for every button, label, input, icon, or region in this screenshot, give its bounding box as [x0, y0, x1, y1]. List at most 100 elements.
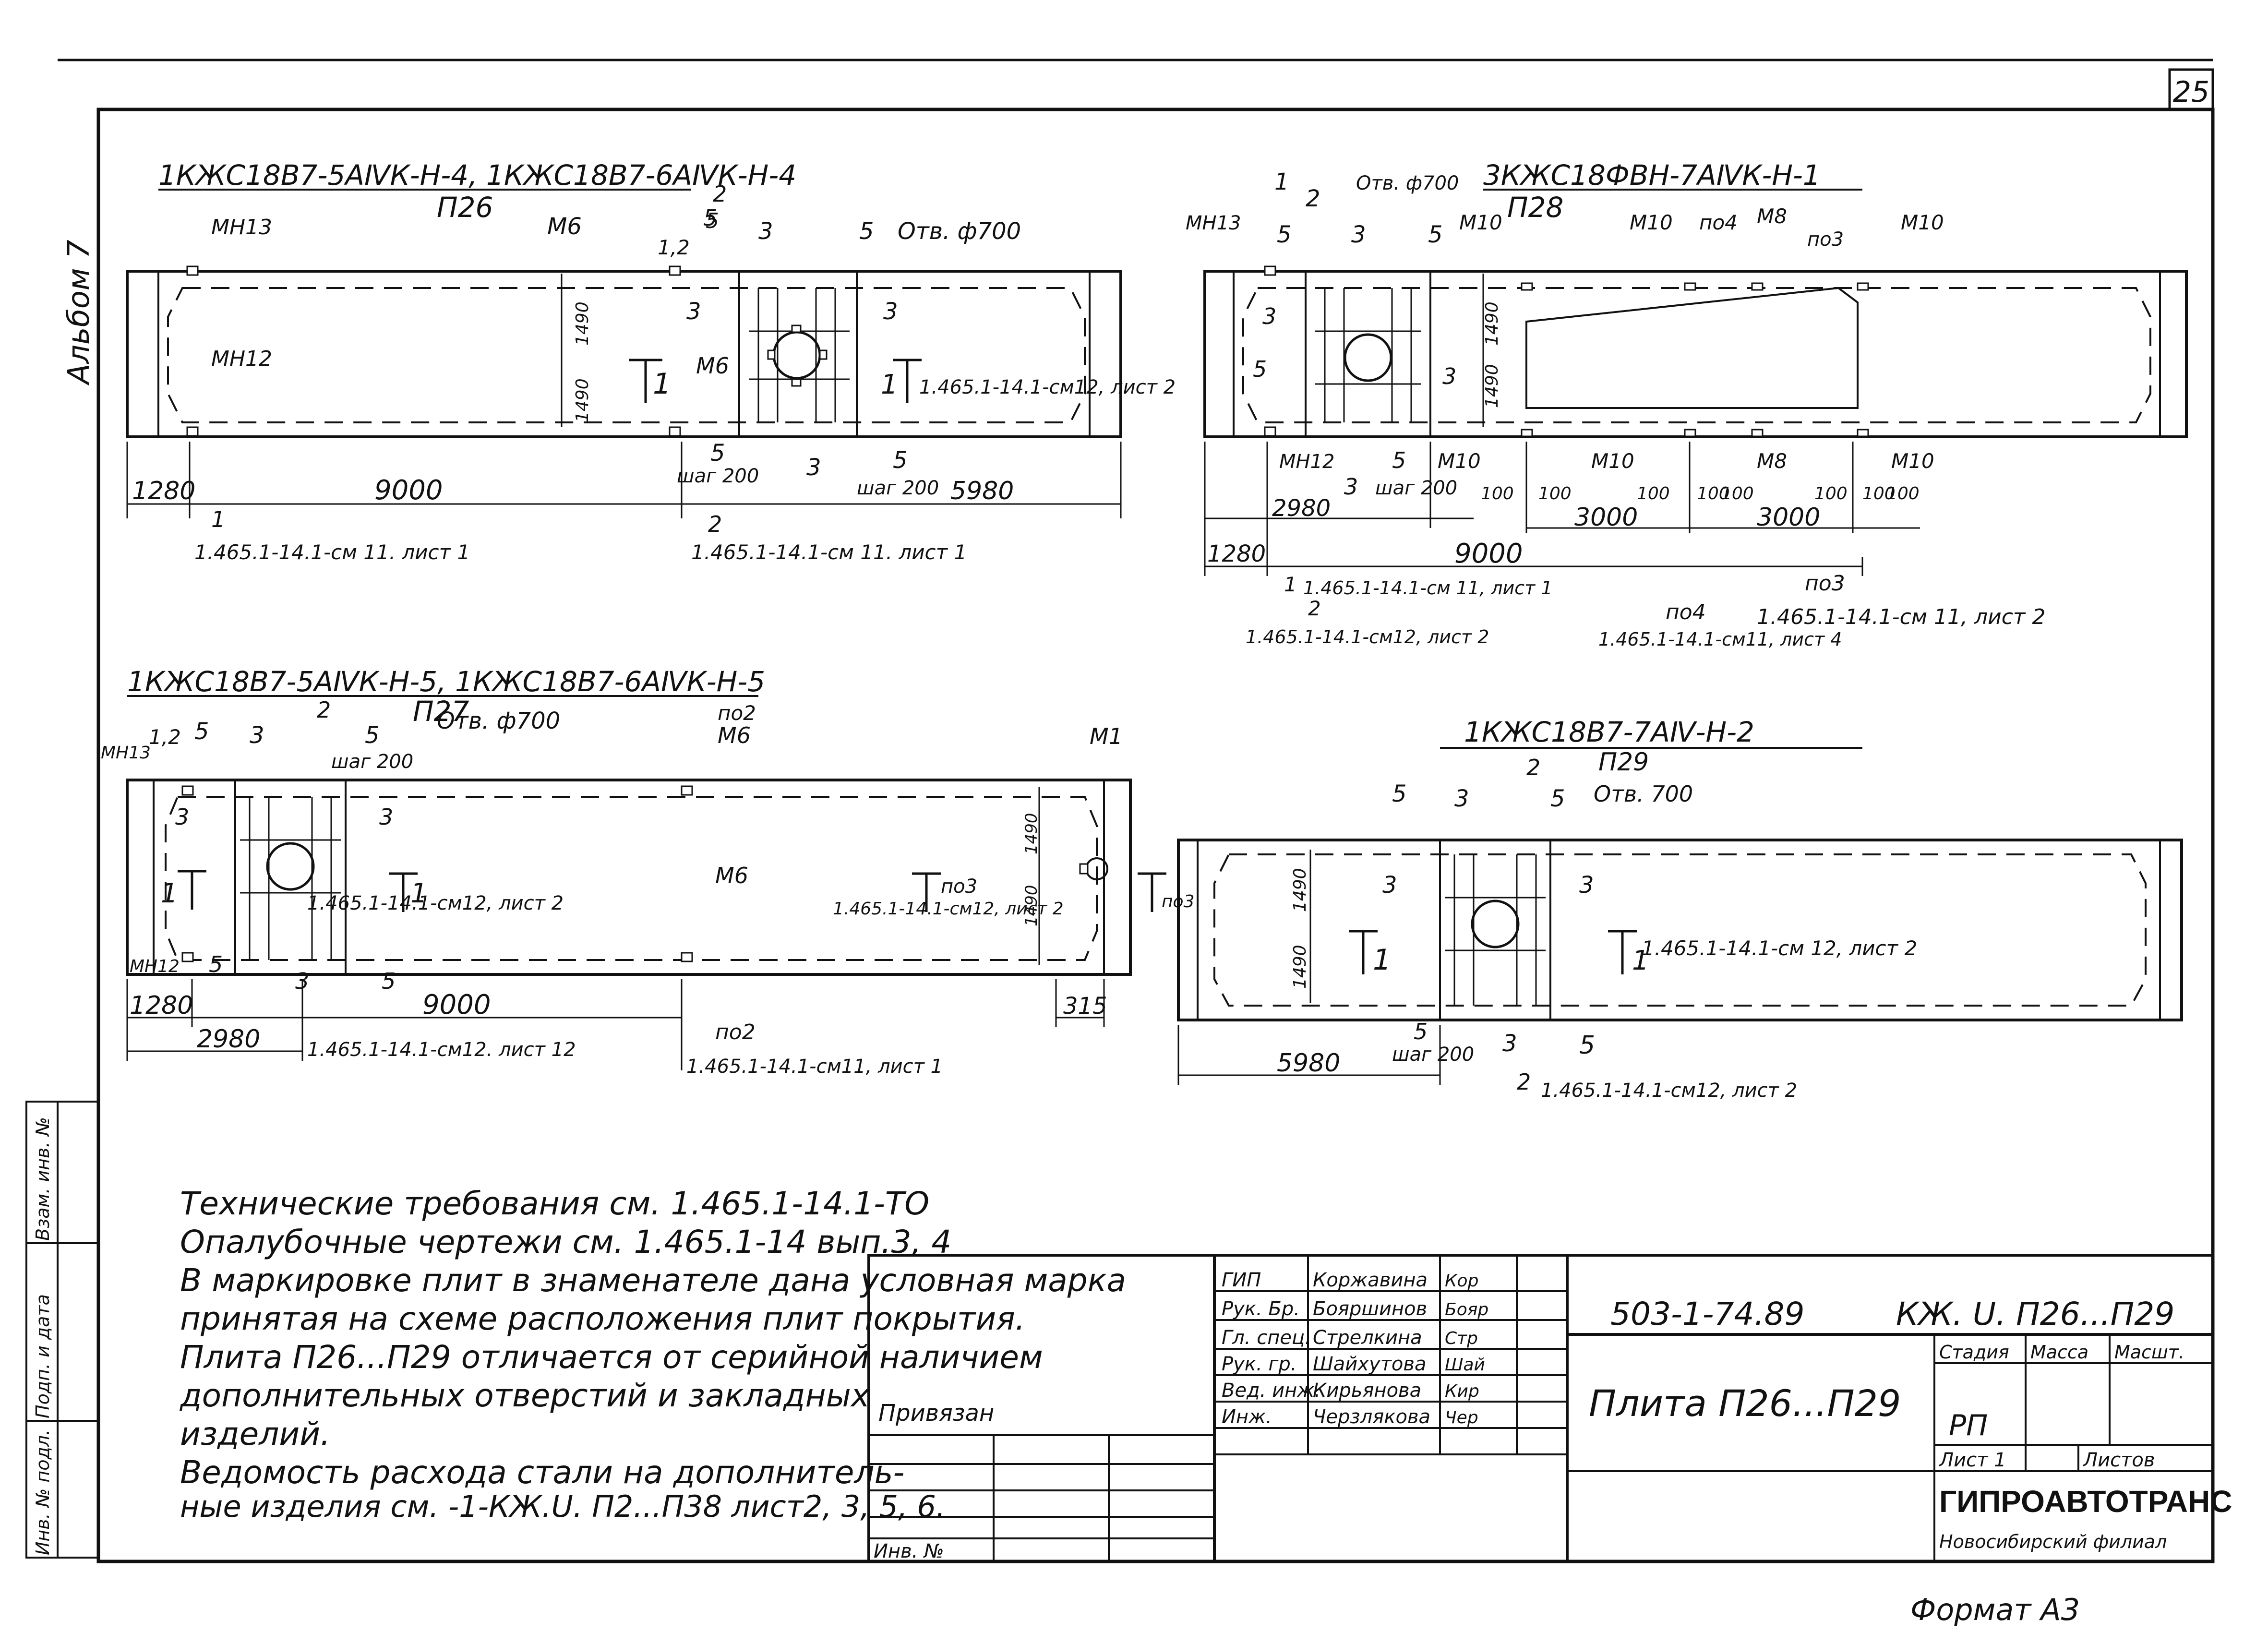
svg-text:Кирьянова: Кирьянова — [1313, 1380, 1421, 1402]
p27-marks: 1КЖС18В7-5АⅣК-Н-5, 1КЖС18В7-6АⅣК-Н-5 — [127, 665, 765, 698]
svg-text:Коржавина: Коржавина — [1313, 1269, 1428, 1291]
svg-text:ные изделия см. -1-КЖ.U. П2...: ные изделия см. -1-КЖ.U. П2...П38 лист2,… — [180, 1489, 946, 1524]
p29-name: П29 — [1598, 748, 1649, 777]
svg-text:5: 5 — [194, 718, 209, 745]
svg-text:3: 3 — [758, 218, 773, 245]
svg-text:2: 2 — [1526, 755, 1540, 780]
svg-text:100: 100 — [1481, 484, 1514, 504]
svg-text:5: 5 — [1392, 447, 1406, 473]
p28-outline — [1203, 270, 2188, 438]
svg-text:по3: по3 — [1805, 571, 1845, 596]
svg-text:1490: 1490 — [573, 301, 592, 346]
svg-text:ГИП: ГИП — [1222, 1269, 1261, 1291]
svg-text:М10: М10 — [1630, 211, 1673, 234]
svg-text:5: 5 — [209, 951, 223, 977]
svg-text:по3: по3 — [1807, 228, 1844, 251]
svg-text:шаг 200: шаг 200 — [331, 751, 413, 773]
svg-text:М6: М6 — [696, 353, 729, 379]
svg-text:5: 5 — [706, 209, 719, 233]
svg-text:3: 3 — [1579, 872, 1594, 899]
svg-text:5: 5 — [365, 722, 380, 749]
svg-text:МН13: МН13 — [1186, 212, 1241, 234]
p27-outline — [126, 779, 1132, 976]
svg-text:Черзлякова: Черзлякова — [1313, 1406, 1430, 1428]
p28-name: П28 — [1507, 191, 1563, 224]
svg-text:5: 5 — [1277, 221, 1292, 248]
svg-text:100: 100 — [1721, 484, 1754, 504]
svg-text:Отв. ф700: Отв. ф700 — [898, 218, 1021, 245]
svg-text:3: 3 — [883, 298, 898, 325]
svg-text:Новосибирский филиал: Новосибирский филиал — [1939, 1531, 2167, 1552]
svg-text:1490: 1490 — [1482, 301, 1502, 346]
left-strip: Инв. № подл. Подп. и дата Взам. инв. № — [25, 1101, 99, 1559]
svg-text:М8: М8 — [1757, 204, 1787, 228]
svg-text:3: 3 — [1442, 363, 1456, 389]
svg-text:Взам. инв. №: Взам. инв. № — [32, 1117, 53, 1241]
svg-text:Чер: Чер — [1445, 1408, 1478, 1428]
svg-text:100: 100 — [1886, 484, 1920, 504]
page-number-box — [2168, 68, 2214, 111]
svg-text:1.465.1-14.1-см12, лист 2: 1.465.1-14.1-см12, лист 2 — [833, 899, 1064, 919]
p26-dim-9000: 9000 — [374, 475, 443, 506]
svg-text:Опалубочные чертежи см. 1.465.: Опалубочные чертежи см. 1.465.1-14 вып.3… — [180, 1224, 951, 1260]
svg-text:по3: по3 — [941, 876, 977, 898]
p26-name: П26 — [437, 191, 493, 224]
p29-marks: 1КЖС18В7-7АⅣ-Н-2 — [1464, 716, 1754, 748]
svg-text:503-1-74.89: 503-1-74.89 — [1610, 1296, 1805, 1332]
svg-text:5980: 5980 — [1277, 1049, 1340, 1078]
svg-text:1: 1 — [1274, 168, 1289, 195]
svg-text:Бояр: Бояр — [1445, 1300, 1488, 1320]
plate-p26: 1КЖС18В7-5АⅣК-Н-4, 1КЖС18В7-6АⅣК-Н-4 П26… — [126, 159, 1176, 564]
svg-text:1,2: 1,2 — [658, 236, 690, 259]
svg-text:Бояршинов: Бояршинов — [1313, 1298, 1427, 1320]
svg-text:МН13: МН13 — [101, 743, 151, 763]
svg-text:Кор: Кор — [1445, 1271, 1478, 1291]
svg-text:1,2: 1,2 — [149, 725, 181, 749]
svg-text:КЖ. U. П26...П29: КЖ. U. П26...П29 — [1896, 1296, 2174, 1332]
svg-text:Технические требования см. 1.4: Технические требования см. 1.465.1-14.1-… — [180, 1185, 929, 1222]
svg-text:М1: М1 — [1090, 723, 1123, 749]
page-number: 25 — [2173, 75, 2209, 109]
svg-text:дополнительных отверстий и зак: дополнительных отверстий и закладных — [180, 1377, 870, 1414]
svg-text:по4: по4 — [1666, 600, 1706, 624]
svg-text:М10: М10 — [1901, 211, 1944, 234]
svg-text:Вед. инж.: Вед. инж. — [1222, 1380, 1320, 1402]
svg-text:2980: 2980 — [197, 1025, 260, 1054]
svg-text:100: 100 — [1862, 484, 1896, 504]
notes: Технические требования см. 1.465.1-14.1-… — [180, 1185, 1126, 1524]
svg-text:3000: 3000 — [1757, 503, 1820, 532]
svg-text:100: 100 — [1538, 484, 1572, 504]
svg-text:5: 5 — [1414, 1019, 1428, 1044]
p27-name: П27 — [413, 695, 469, 728]
svg-text:Лист 1: Лист 1 — [1938, 1449, 2006, 1471]
svg-text:1: 1 — [1284, 573, 1297, 596]
svg-text:М6: М6 — [718, 722, 751, 748]
svg-text:5: 5 — [893, 447, 908, 474]
svg-text:1.465.1-14.1-см 12, лист 2: 1.465.1-14.1-см 12, лист 2 — [1642, 936, 1917, 960]
svg-text:1280: 1280 — [1207, 540, 1266, 567]
svg-text:Стадия: Стадия — [1939, 1342, 2009, 1363]
svg-text:9000: 9000 — [1454, 538, 1523, 569]
svg-text:2: 2 — [1306, 185, 1320, 212]
svg-text:Стрелкина: Стрелкина — [1313, 1327, 1422, 1349]
svg-text:М6: М6 — [547, 213, 582, 240]
svg-text:Инв. №: Инв. № — [874, 1540, 944, 1562]
svg-text:Шайхутова: Шайхутова — [1313, 1353, 1426, 1375]
svg-text:Кир: Кир — [1445, 1381, 1479, 1401]
svg-text:3: 3 — [379, 804, 393, 830]
svg-text:9000: 9000 — [422, 989, 491, 1020]
svg-text:1490: 1490 — [1022, 813, 1041, 854]
svg-text:по4: по4 — [1699, 211, 1738, 234]
svg-text:1.465.1-14.1-см 11, лист 1: 1.465.1-14.1-см 11, лист 1 — [1303, 577, 1553, 599]
svg-text:1.465.1-14.1-см12, лист 2: 1.465.1-14.1-см12, лист 2 — [1541, 1080, 1797, 1102]
svg-text:М10: М10 — [1891, 449, 1934, 473]
svg-text:1.465.1-14.1-см12, лист 2: 1.465.1-14.1-см12, лист 2 — [919, 376, 1176, 398]
svg-text:шаг 200: шаг 200 — [677, 465, 759, 487]
svg-text:2: 2 — [317, 697, 331, 723]
album-label: Альбом 7 — [61, 240, 96, 386]
svg-text:по2: по2 — [715, 1020, 756, 1044]
svg-text:3: 3 — [250, 722, 264, 749]
svg-text:Гл. спец.: Гл. спец. — [1222, 1327, 1311, 1349]
svg-text:100: 100 — [1697, 484, 1730, 504]
